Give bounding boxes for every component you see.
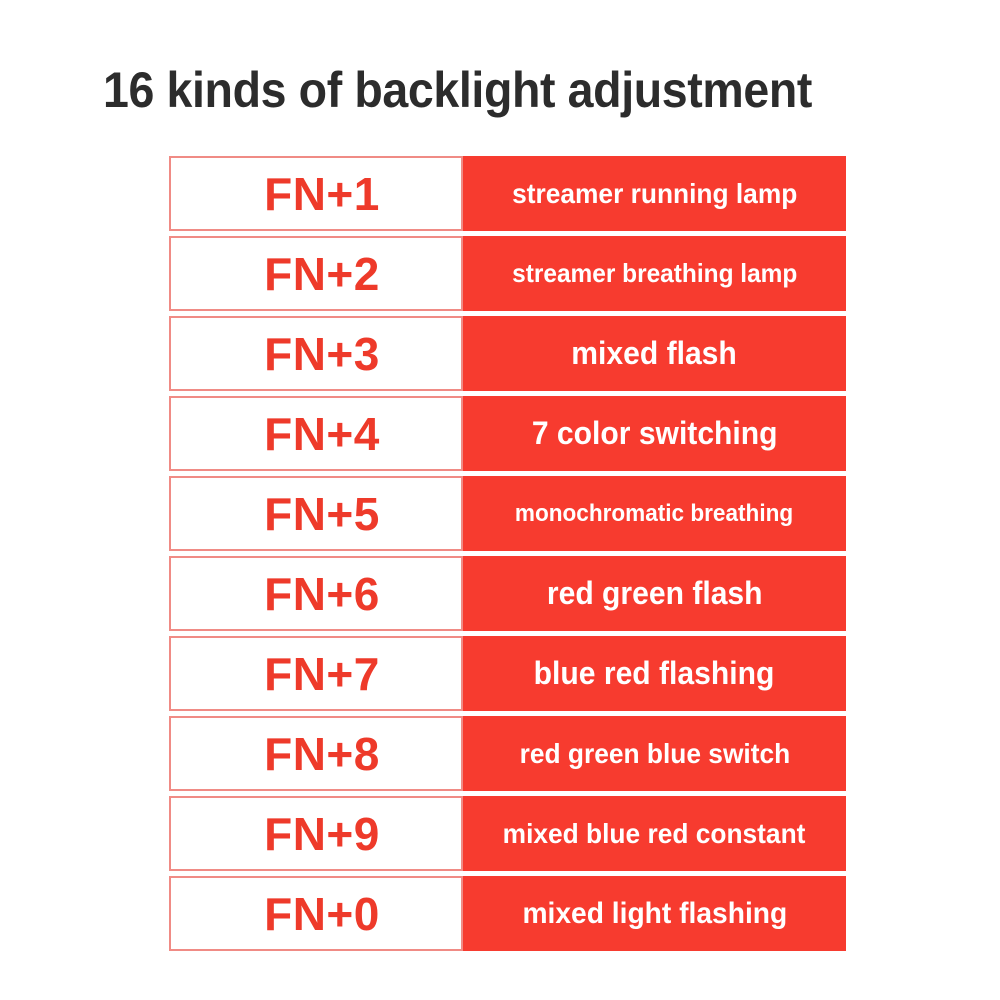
effect-cell: mixed blue red constant bbox=[463, 796, 846, 871]
table-row: FN+9 mixed blue red constant bbox=[169, 796, 846, 871]
shortcut-label: FN+7 bbox=[264, 647, 380, 700]
shortcut-label: FN+5 bbox=[264, 487, 380, 540]
page-title: 16 kinds of backlight adjustment bbox=[103, 62, 812, 118]
effect-label: mixed blue red constant bbox=[503, 817, 806, 849]
shortcut-cell: FN+0 bbox=[169, 876, 463, 951]
table-row: FN+2 streamer breathing lamp bbox=[169, 236, 846, 311]
effect-cell: 7 color switching bbox=[463, 396, 846, 471]
table-row: FN+5 monochromatic breathing bbox=[169, 476, 846, 551]
effect-label: 7 color switching bbox=[531, 414, 778, 451]
effect-cell: red green flash bbox=[463, 556, 846, 631]
shortcut-cell: FN+1 bbox=[169, 156, 463, 231]
shortcut-cell: FN+5 bbox=[169, 476, 463, 551]
table-row: FN+8 red green blue switch bbox=[169, 716, 846, 791]
shortcut-cell: FN+7 bbox=[169, 636, 463, 711]
shortcut-label: FN+6 bbox=[264, 567, 380, 620]
effect-cell: mixed light flashing bbox=[463, 876, 846, 951]
table-row: FN+4 7 color switching bbox=[169, 396, 846, 471]
shortcut-label: FN+0 bbox=[264, 887, 380, 940]
effect-cell: blue red flashing bbox=[463, 636, 846, 711]
table-row: FN+0 mixed light flashing bbox=[169, 876, 846, 951]
effect-cell: monochromatic breathing bbox=[463, 476, 846, 551]
shortcut-cell: FN+6 bbox=[169, 556, 463, 631]
shortcut-label: FN+9 bbox=[264, 807, 380, 860]
effect-cell: streamer running lamp bbox=[463, 156, 846, 231]
effect-cell: streamer breathing lamp bbox=[463, 236, 846, 311]
shortcut-cell: FN+9 bbox=[169, 796, 463, 871]
table-row: FN+7 blue red flashing bbox=[169, 636, 846, 711]
shortcut-cell: FN+8 bbox=[169, 716, 463, 791]
shortcut-cell: FN+2 bbox=[169, 236, 463, 311]
effect-label: red green flash bbox=[546, 574, 763, 611]
shortcut-cell: FN+4 bbox=[169, 396, 463, 471]
effect-label: mixed flash bbox=[571, 334, 738, 371]
shortcut-label: FN+8 bbox=[264, 727, 380, 780]
shortcut-label: FN+3 bbox=[264, 327, 380, 380]
effect-label: streamer breathing lamp bbox=[511, 257, 798, 288]
table-row: FN+6 red green flash bbox=[169, 556, 846, 631]
shortcut-cell: FN+3 bbox=[169, 316, 463, 391]
effect-cell: red green blue switch bbox=[463, 716, 846, 791]
effect-label: monochromatic breathing bbox=[515, 499, 794, 527]
shortcut-label: FN+4 bbox=[264, 407, 380, 460]
table-row: FN+1 streamer running lamp bbox=[169, 156, 846, 231]
table-row: FN+3 mixed flash bbox=[169, 316, 846, 391]
shortcut-label: FN+1 bbox=[264, 167, 380, 220]
shortcut-label: FN+2 bbox=[264, 247, 380, 300]
effect-label: mixed light flashing bbox=[522, 896, 787, 930]
effect-label: blue red flashing bbox=[534, 654, 775, 691]
effect-label: red green blue switch bbox=[519, 737, 790, 769]
effect-cell: mixed flash bbox=[463, 316, 846, 391]
effect-label: streamer running lamp bbox=[511, 177, 798, 209]
